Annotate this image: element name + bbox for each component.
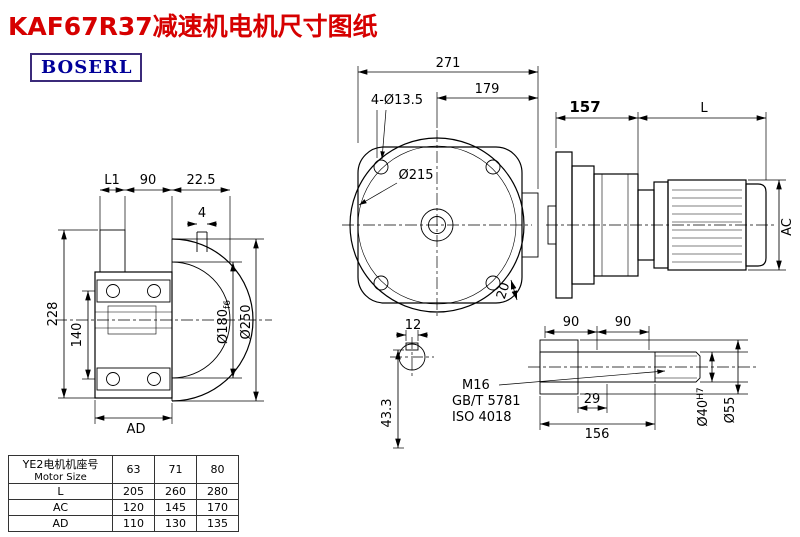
std-iso-label: ISO 4018: [452, 410, 512, 425]
dim-AD-label: AD: [127, 422, 146, 437]
table-row-AC: AC 120 145 170: [8, 499, 239, 516]
cell-L-63: 205: [112, 483, 155, 500]
table-header-row: YE2电机机座号 Motor Size 63 71 80: [8, 455, 239, 484]
cell-AD-80: 135: [196, 515, 239, 532]
dim-L-label: L: [700, 101, 708, 116]
cell-AC-63: 120: [112, 499, 155, 516]
row-label-L: L: [8, 483, 113, 500]
row-label-AD: AD: [8, 515, 113, 532]
dim-12-label: 12: [405, 318, 422, 333]
row-label-AC: AC: [8, 499, 113, 516]
header-size-63: 63: [112, 455, 155, 484]
cell-AD-63: 110: [112, 515, 155, 532]
dim-55-label: Ø55: [723, 397, 738, 424]
dim-156-label: 156: [585, 427, 610, 442]
dim-4-label: 4: [198, 206, 206, 221]
dim-AC-label: AC: [780, 218, 795, 236]
dim-228-label: 228: [46, 302, 61, 327]
brand-text: BOSERL: [41, 57, 133, 78]
table-row-L: L 205 260 280: [8, 483, 239, 500]
header-label-en: Motor Size: [34, 472, 87, 483]
cell-L-71: 260: [154, 483, 197, 500]
dim-157-label: 157: [569, 98, 600, 116]
gearbox-side-view: L1 90 22.5 4 228 140 AD: [46, 173, 272, 437]
motor-size-table: YE2电机机座号 Motor Size 63 71 80 L 205 260 2…: [8, 455, 239, 532]
dim-20-label: 20: [494, 281, 513, 301]
dim-22-5-label: 22.5: [187, 173, 216, 188]
dim-180-tolerance: f6: [223, 300, 233, 309]
header-size-80: 80: [196, 455, 239, 484]
dim-40-tolerance: H7: [696, 387, 706, 400]
header-size-71: 71: [154, 455, 197, 484]
dim-40-label: Ø40H7: [696, 387, 711, 426]
table-row-AD: AD 110 130 135: [8, 515, 239, 532]
bolt-holes-label: 4-Ø13.5: [371, 93, 423, 108]
header-motor-size: YE2电机机座号 Motor Size: [8, 455, 113, 484]
dim-250-label: Ø250: [239, 304, 254, 339]
dim-L1-label: L1: [104, 173, 120, 188]
dim-140-label: 140: [70, 323, 85, 348]
dim-180-label: Ø180f6: [216, 300, 233, 344]
dim-40-value: Ø40: [696, 400, 711, 427]
dim-29-label: 29: [584, 392, 601, 407]
dim-90-label: 90: [140, 173, 157, 188]
cell-AC-80: 170: [196, 499, 239, 516]
cell-AD-71: 130: [154, 515, 197, 532]
std-gbt-label: GB/T 5781: [452, 394, 521, 409]
shaft-detail-view: 90 90 M16 GB/T 5781 ISO 4018 29 156 Ø40H…: [452, 315, 758, 442]
header-label-cn: YE2电机机座号: [22, 458, 99, 471]
motor-side-view: 157 L AC: [546, 98, 795, 299]
brand-logo-box: BOSERL: [30, 53, 142, 82]
page-title: KAF67R37减速机电机尺寸图纸: [8, 12, 378, 41]
dim-180-value: Ø180: [216, 309, 231, 344]
cell-AC-71: 145: [154, 499, 197, 516]
flange-dia-label: Ø215: [398, 168, 433, 183]
dim-271-label: 271: [436, 56, 461, 71]
cell-L-80: 280: [196, 483, 239, 500]
shaft-section-view: 12 43.3: [380, 318, 434, 449]
thread-label: M16: [462, 378, 490, 393]
motor-fins: [672, 189, 742, 263]
dim-90b-label: 90: [615, 315, 632, 330]
dim-90a-label: 90: [563, 315, 580, 330]
front-view: 271 179 4-Ø13.5 Ø215 20: [342, 56, 539, 318]
dim-179-label: 179: [475, 82, 500, 97]
dim-43-3-label: 43.3: [380, 399, 395, 428]
